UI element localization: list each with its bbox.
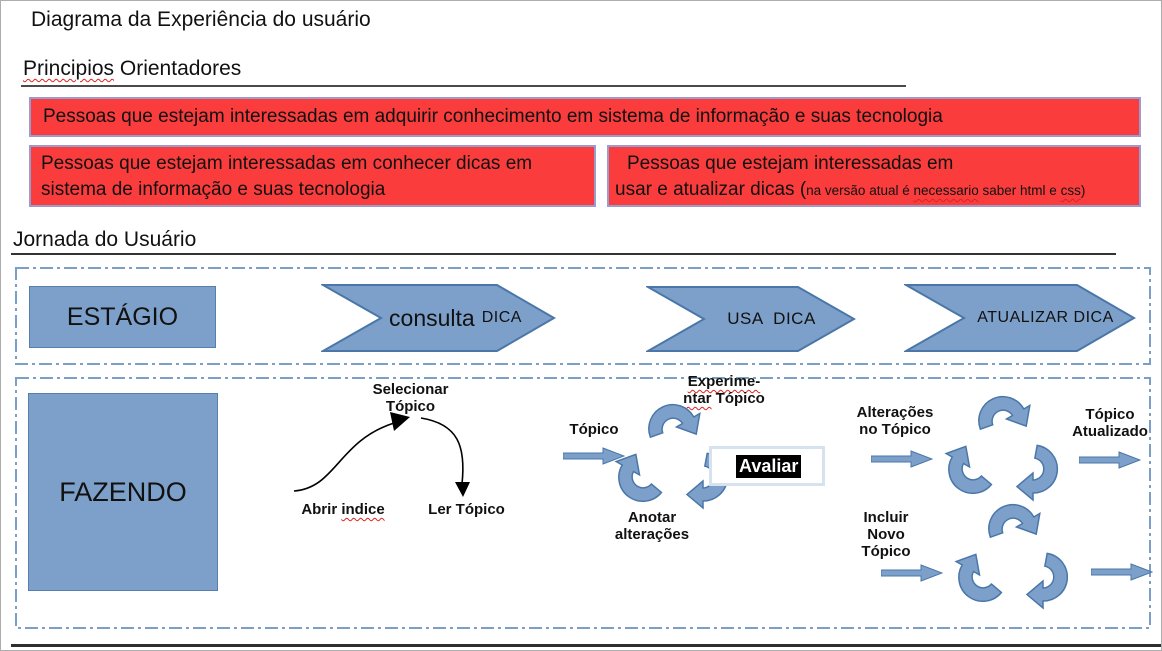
principle-box-1-text: Pessoas que estejam interessadas em adqu…	[43, 106, 943, 127]
chevron-arrow-shape	[321, 284, 556, 352]
select-topic-line1: Selecionar	[372, 381, 449, 398]
doing-label-text: FAZENDO	[59, 476, 187, 507]
curved-arrow-connector	[293, 412, 470, 497]
cycle-arrows-icon[interactable]	[947, 503, 1079, 617]
avaliar-textbox[interactable]: Avaliar	[709, 446, 825, 486]
principle-box-3-note-b: saber html e	[978, 183, 1061, 198]
read-topic-label: Ler Tópico	[428, 501, 505, 518]
chevron-arrow-shape	[646, 286, 856, 352]
annotate-changes-label: Anotar alterações	[598, 509, 706, 543]
doing-label-box[interactable]: FAZENDO	[28, 393, 218, 591]
right-arrow-icon	[563, 447, 625, 465]
annotate-line1: Anotar	[627, 509, 677, 526]
principle-box-3-line1: Pessoas que estejam interessadas em	[627, 153, 954, 174]
include-line3: Tópico	[861, 543, 911, 560]
page-title: Diagrama da Experiência do usuário	[31, 8, 371, 31]
stage-arrow-3-label-small: ATUALIZAR DICA	[977, 309, 1114, 326]
changes-line2: no Tópico	[859, 421, 931, 438]
experiment-topic-label: Experime- ntar Tópico	[663, 373, 785, 407]
open-index-label: Abrir indice	[288, 501, 398, 518]
stage-arrow-consulta-dica[interactable]: consulta DICA	[321, 283, 556, 353]
stage-arrow-3-label: ATUALIZAR DICA	[904, 283, 1136, 353]
principle-box-3-note: na versão atual é	[806, 183, 914, 198]
journey-underline	[11, 253, 1116, 255]
bottom-rule	[11, 644, 1161, 647]
select-topic-label: Selecionar Tópico	[353, 381, 468, 415]
journey-heading: Jornada do Usuário	[13, 228, 197, 251]
chevron-arrow-shape	[904, 284, 1136, 352]
principle-box-use-update-tips[interactable]: Pessoas que estejam interessadas em usar…	[607, 145, 1141, 207]
principle-box-2-text: Pessoas que estejam interessadas em conh…	[41, 153, 533, 200]
principle-box-3-note-misspelled-1: necessario	[913, 183, 979, 198]
principles-heading: Principios Orientadores	[23, 57, 241, 81]
stage-label-box[interactable]: ESTÁGIO	[29, 286, 216, 348]
include-line1: Incluir	[863, 509, 909, 526]
right-arrow-icon	[871, 450, 933, 468]
cycle-arrows-icon[interactable]	[937, 395, 1069, 509]
principle-box-know-tips[interactable]: Pessoas que estejam interessadas em conh…	[29, 145, 596, 207]
principles-heading-misspelled-word: Principios	[23, 57, 115, 80]
stage-arrow-1-label-small: DICA	[481, 309, 522, 326]
principles-heading-rest: Orientadores	[114, 57, 242, 80]
principle-box-3-line2: usar e atualizar dicas (na versão atual …	[609, 177, 1139, 204]
principle-box-3-note-misspelled-2: css	[1060, 183, 1081, 198]
select-topic-line2: Tópico	[385, 398, 436, 415]
stage-arrow-2-label-small: USA DICA	[727, 309, 816, 328]
principle-box-acquire-knowledge[interactable]: Pessoas que estejam interessadas em adqu…	[29, 97, 1141, 137]
include-new-topic-label: Incluir Novo Tópico	[851, 509, 921, 560]
stage-arrow-2-label: USA DICA	[646, 285, 856, 353]
stage-row-dashed-box	[15, 267, 1151, 365]
changes-line1: Alterações	[856, 404, 934, 421]
stage-arrow-1-label: consulta DICA	[321, 283, 556, 353]
stage-label-text: ESTÁGIO	[66, 302, 179, 331]
avaliar-selected-text[interactable]: Avaliar	[736, 454, 802, 478]
experiment-line2-misspelled: ntar	[683, 390, 712, 407]
stage-arrow-usa-dica[interactable]: USA DICA	[646, 285, 856, 353]
principle-box-3-note-close: )	[1080, 183, 1086, 198]
right-arrow-icon	[881, 564, 943, 582]
open-index-misspelled-word: indice	[341, 501, 385, 518]
open-index-word1: Abrir	[301, 501, 342, 518]
doing-row-dashed-box	[15, 377, 1151, 629]
include-line2: Novo	[867, 526, 905, 543]
experiment-line2-rest: Tópico	[711, 390, 765, 407]
right-arrow-icon	[1079, 451, 1141, 469]
stage-arrow-1-label-large: consulta	[389, 304, 475, 331]
topic-label: Tópico	[569, 421, 619, 438]
principles-underline	[21, 85, 906, 87]
updated-line2: Atualizado	[1072, 423, 1148, 440]
updated-line1: Tópico	[1085, 406, 1135, 423]
principle-box-3-line2-main: usar e atualizar dicas (	[615, 179, 807, 200]
annotate-line2: alterações	[614, 526, 690, 543]
stage-arrow-atualizar-dica[interactable]: ATUALIZAR DICA	[904, 283, 1136, 353]
right-arrow-icon	[1091, 563, 1153, 581]
changes-to-topic-label: Alterações no Tópico	[844, 404, 946, 438]
topic-updated-label: Tópico Atualizado	[1057, 406, 1161, 440]
experiment-line1-misspelled: Experime-	[687, 373, 761, 390]
